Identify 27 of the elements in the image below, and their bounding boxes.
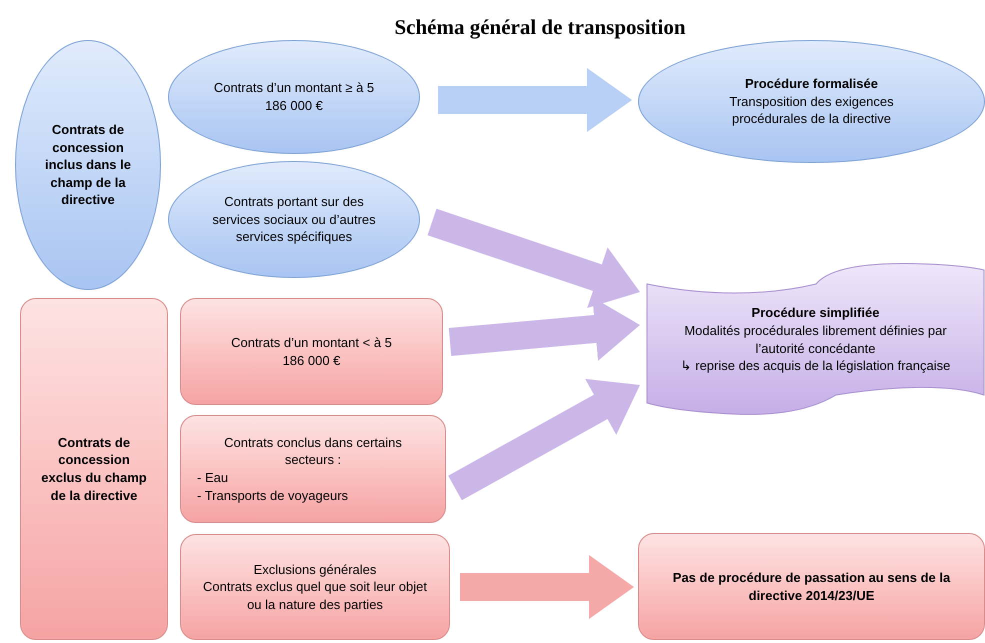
block-arrow bbox=[438, 68, 632, 132]
diagram-title: Schéma général de transposition bbox=[393, 14, 687, 40]
node-heading: Pas de procédure de passation au sens de la directive 2014/23/UE bbox=[672, 568, 952, 604]
condition-box bbox=[180, 534, 450, 640]
node-heading: Procédure formalisée bbox=[745, 75, 878, 93]
node-text: Contrats d’un montant ≥ à 5 186 000 € bbox=[212, 79, 376, 115]
node-text: - Eau bbox=[197, 469, 228, 487]
node-text: Modalités procédurales librement définies par l’autorité concédante bbox=[683, 322, 948, 358]
node-text: Contrats d’un montant < à 5 186 000 € bbox=[230, 334, 393, 370]
node-heading: Procédure simplifiée bbox=[752, 304, 880, 322]
node-heading: Contrats de concession exclus du champ de la directive bbox=[40, 434, 148, 504]
node-text: Contrats conclus dans certains secteurs : bbox=[223, 434, 403, 469]
node-text: Exclusions générales bbox=[254, 560, 376, 578]
node-text: Contrats portant sur des services sociaux ou d’autres services spécifiques bbox=[212, 193, 376, 246]
node-text: - Transports de voyageurs bbox=[197, 486, 348, 504]
node-text: ↳ reprise des acquis de la législation française bbox=[680, 357, 950, 375]
outcome-box bbox=[638, 533, 985, 640]
block-arrow bbox=[448, 378, 640, 500]
condition-box bbox=[180, 298, 443, 405]
procedure-banner bbox=[646, 262, 985, 417]
node-text: Transposition des exigences procédurales de la directive bbox=[728, 92, 895, 128]
node-heading: Contrats de concession inclus dans le champ de la directive bbox=[44, 121, 132, 209]
condition-box bbox=[180, 415, 446, 523]
block-arrow bbox=[460, 555, 634, 619]
category-box bbox=[20, 298, 168, 640]
block-arrow bbox=[428, 208, 640, 308]
node-text: Contrats exclus quel que soit leur objet ou la nature des parties bbox=[202, 578, 428, 614]
